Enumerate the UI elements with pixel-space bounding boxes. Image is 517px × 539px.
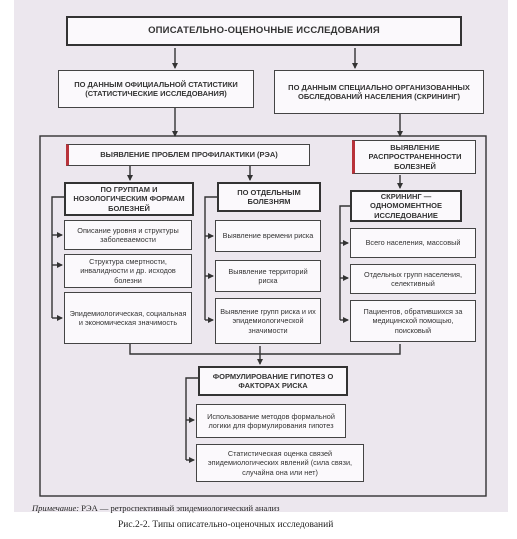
- groups-header-box: ПО ГРУППАМ И НОЗОЛОГИЧЕСКИМ ФОРМАМ БОЛЕЗ…: [64, 182, 194, 216]
- screening-header-box: СКРИНИНГ — ОДНОМОМЕНТНОЕ ИССЛЕДОВАНИЕ: [350, 190, 462, 222]
- screening-item-3: Пациентов, обратившихся за медицинской п…: [350, 300, 476, 342]
- bracket-hypotheses: [185, 377, 198, 460]
- bracket-diseases: [204, 196, 217, 320]
- groups-item-1: Описание уровня и структуры заболеваемос…: [64, 220, 192, 250]
- footnote: Примечание: РЭА — ретроспективный эпидем…: [32, 503, 279, 513]
- prevalence-box: ВЫЯВЛЕНИЕ РАСПРОСТРАНЕННОСТИ БОЛЕЗНЕЙ: [352, 140, 476, 174]
- diseases-item-2: Выявление территорий риска: [215, 260, 321, 292]
- figure-caption: Рис.2-2. Типы описательно-оценочных иссл…: [118, 520, 334, 530]
- title-box: ОПИСАТЕЛЬНО-ОЦЕНОЧНЫЕ ИССЛЕДОВАНИЯ: [66, 16, 462, 46]
- hypotheses-item-1: Использование методов формальной логики …: [196, 404, 346, 438]
- prevention-problems-box: ВЫЯВЛЕНИЕ ПРОБЛЕМ ПРОФИЛАКТИКИ (РЭА): [66, 144, 310, 166]
- footnote-label: Примечание:: [32, 503, 80, 513]
- screening-item-1: Всего населения, массовый: [350, 228, 476, 258]
- hypotheses-item-2: Статистическая оценка связей эпидемиолог…: [196, 444, 364, 482]
- diseases-item-1: Выявление времени риска: [215, 220, 321, 252]
- join-line: [129, 344, 401, 355]
- special-surveys-box: ПО ДАННЫМ СПЕЦИАЛЬНО ОРГАНИЗОВАННЫХ ОБСЛ…: [274, 70, 484, 114]
- bracket-screening: [339, 205, 350, 320]
- diseases-item-3: Выявление групп риска и их эпидемиологич…: [215, 298, 321, 344]
- screening-item-2: Отдельных групп населения, селективный: [350, 264, 476, 294]
- outer-frame: [39, 135, 487, 497]
- diseases-header-box: ПО ОТДЕЛЬНЫМ БОЛЕЗНЯМ: [217, 182, 321, 212]
- official-statistics-box: ПО ДАННЫМ ОФИЦИАЛЬНОЙ СТАТИСТИКИ (СТАТИС…: [58, 70, 254, 108]
- groups-item-2: Структура смертности, инвалидности и др.…: [64, 254, 192, 288]
- hypotheses-header-box: ФОРМУЛИРОВАНИЕ ГИПОТЕЗ О ФАКТОРАХ РИСКА: [198, 366, 348, 396]
- bracket-groups: [51, 196, 64, 318]
- footnote-text: РЭА — ретроспективный эпидемиологический…: [79, 503, 280, 513]
- groups-item-3: Эпидемиологическая, социальная и экономи…: [64, 292, 192, 344]
